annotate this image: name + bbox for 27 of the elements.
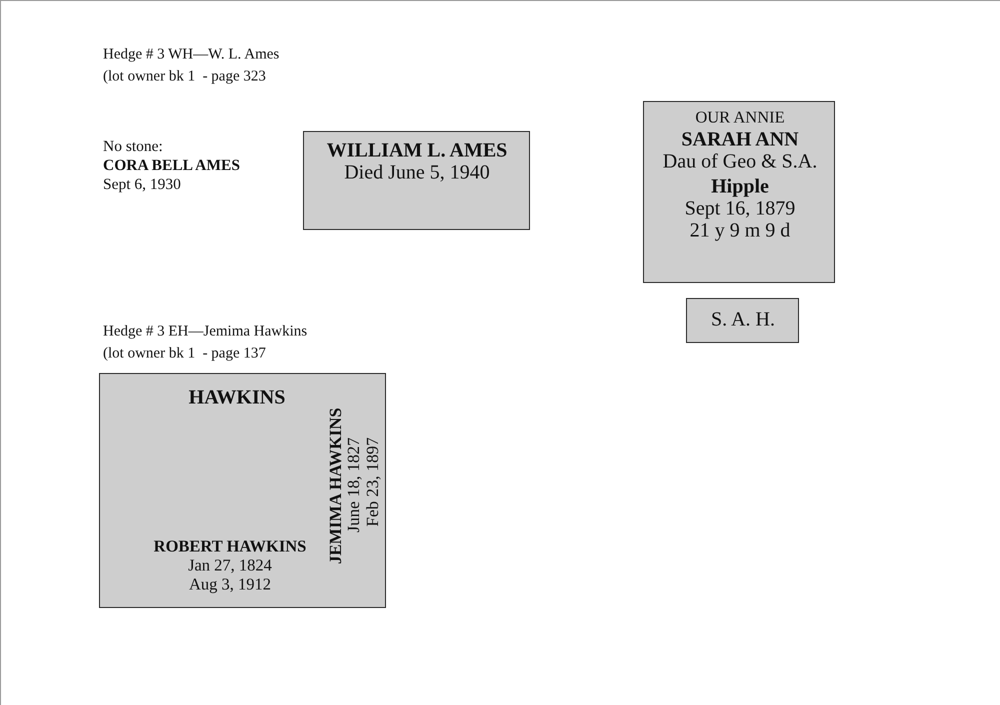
hedge-heading: Hedge # 3 WH—W. L. Ames [103, 46, 280, 64]
inscription-text: Dau of Geo & S.A. [662, 150, 818, 174]
note-text: No stone: [103, 138, 163, 156]
inscription-text: Hipple [711, 176, 769, 198]
inscription-text: Died June 5, 1940 [344, 162, 490, 184]
inscription-text: WILLIAM L. AMES [326, 140, 508, 162]
inscription-text: OUR ANNIE [695, 108, 785, 128]
headstone [99, 373, 386, 608]
inscription-text: S. A. H. [711, 308, 775, 332]
inscription-text: June 18, 1827 [344, 438, 364, 532]
hedge-heading: Hedge # 3 EH—Jemima Hawkins [103, 323, 308, 341]
lot-owner-note: (lot owner bk 1 - page 323 [103, 68, 266, 86]
inscription-text: SARAH ANN [681, 128, 799, 152]
inscription-text: Sept 16, 1879 [684, 198, 796, 220]
date-text: Sept 6, 1930 [103, 176, 181, 194]
inscription-text: Aug 3, 1912 [188, 576, 272, 594]
headstone [303, 131, 530, 230]
inscription-text: JEMIMA HAWKINS [326, 408, 346, 564]
inscription-text: ROBERT HAWKINS [154, 538, 306, 556]
inscription-text: Jan 27, 1824 [188, 556, 272, 576]
inscription-text: Feb 23, 1897 [363, 437, 383, 527]
lot-owner-note: (lot owner bk 1 - page 137 [103, 345, 266, 363]
headstone [686, 298, 799, 343]
inscription-text: HAWKINS [188, 386, 286, 410]
name-text: CORA BELL AMES [103, 157, 240, 175]
inscription-text: 21 y 9 m 9 d [690, 220, 790, 242]
headstone [643, 101, 835, 283]
